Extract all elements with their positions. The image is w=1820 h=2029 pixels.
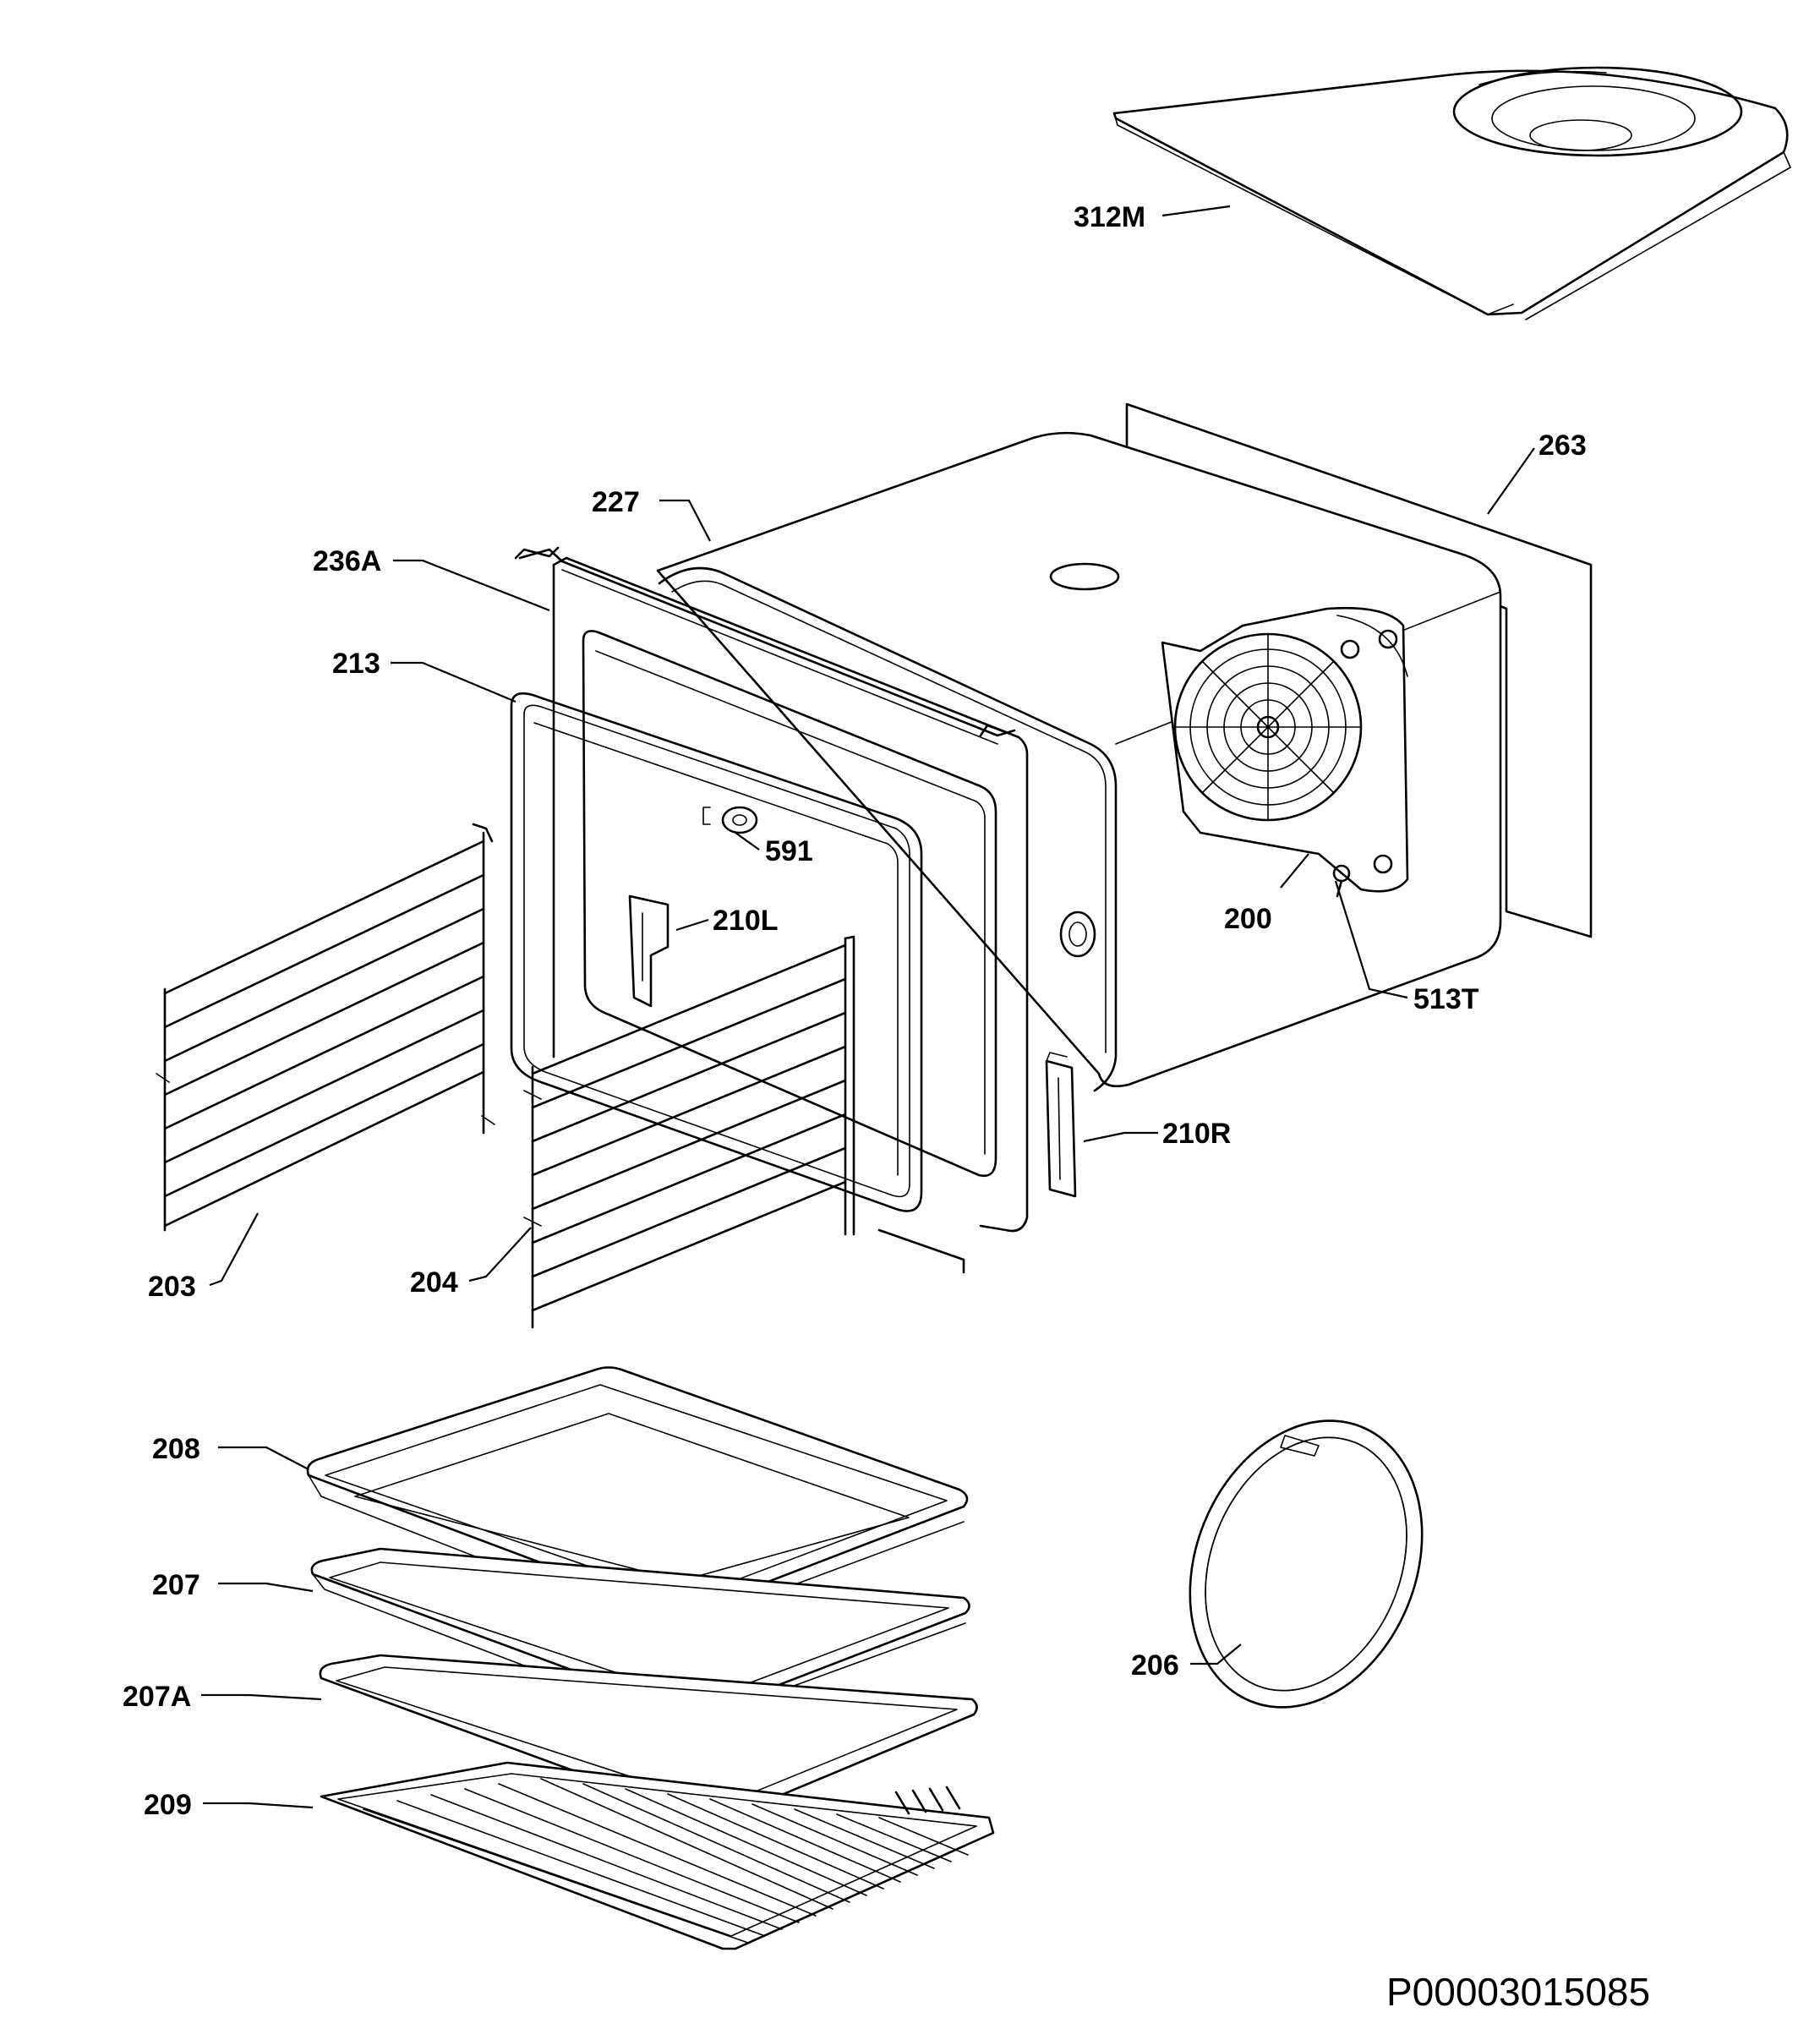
label-236A: 236A: [313, 545, 381, 577]
label-227: 227: [592, 486, 640, 518]
label-312M: 312M: [1074, 201, 1145, 233]
label-209: 209: [144, 1789, 192, 1821]
round-grease-filter: [1189, 1419, 1424, 1709]
label-207A: 207A: [123, 1681, 191, 1713]
label-208: 208: [152, 1433, 200, 1465]
oven-cavity: [656, 431, 1502, 1092]
label-203: 203: [148, 1271, 196, 1303]
label-263: 263: [1539, 429, 1587, 462]
label-204: 204: [410, 1266, 458, 1299]
label-210L: 210L: [713, 905, 779, 937]
left-shelf-support: [628, 894, 670, 1008]
wire-grill-shelf: [320, 1761, 995, 1950]
label-206: 206: [1131, 1649, 1179, 1682]
label-207: 207: [152, 1569, 200, 1601]
label-213: 213: [332, 648, 380, 680]
label-210R: 210R: [1162, 1118, 1231, 1150]
right-side-rack: [523, 935, 965, 1329]
label-200: 200: [1224, 903, 1272, 935]
label-591: 591: [765, 835, 813, 867]
document-id: P00003015085: [1386, 1970, 1650, 2014]
door-seal: [510, 692, 923, 1212]
callout-leader-lines: [201, 205, 1535, 1809]
fan-cover-part: [1112, 66, 1791, 320]
light-cover-part: [702, 806, 758, 834]
front-frame: [514, 546, 1029, 1233]
left-side-rack: [156, 823, 495, 1232]
right-shelf-support: [1045, 1052, 1077, 1198]
callout-labels: 312M 263 227 236A 213 591 210L 200 513T …: [123, 201, 1587, 1821]
label-513T: 513T: [1413, 983, 1479, 1015]
